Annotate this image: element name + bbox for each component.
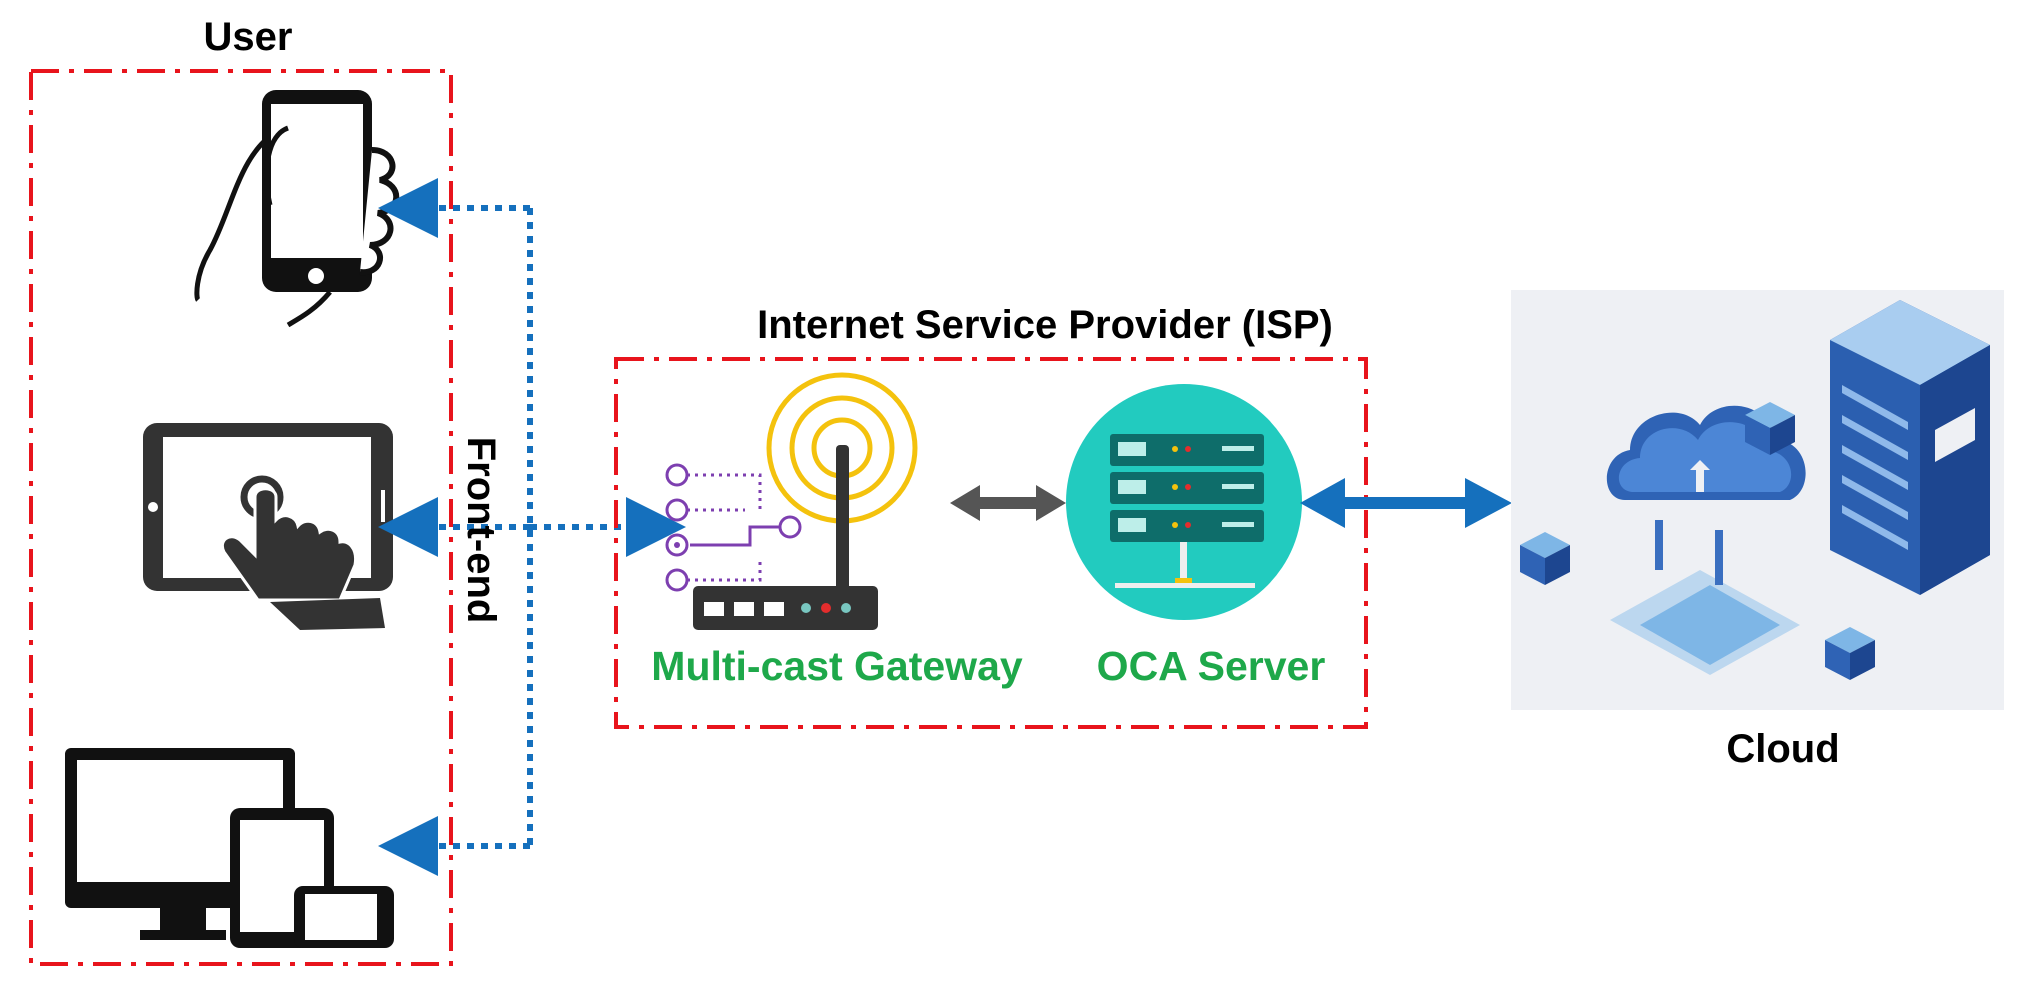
gateway-oca-arrow — [950, 485, 1066, 521]
cloud-datacenter-icon — [1511, 290, 2004, 710]
user-group-box — [29, 69, 453, 966]
smartphone-in-hand-icon — [194, 90, 400, 328]
cloud-label: Cloud — [1726, 727, 1839, 771]
user-group-title: User — [204, 15, 293, 59]
frontend-link — [378, 178, 686, 876]
oca-label: OCA Server — [1097, 643, 1326, 689]
isp-group-title: Internet Service Provider (ISP) — [757, 303, 1333, 347]
gateway-label: Multi-cast Gateway — [651, 643, 1023, 689]
multi-device-icon — [65, 748, 394, 948]
tablet-touch-icon — [143, 423, 393, 630]
frontend-label: Front-end — [459, 437, 503, 624]
isp-group-box — [614, 357, 1368, 729]
wireless-router-icon — [665, 372, 918, 630]
server-rack-icon — [1066, 384, 1302, 620]
oca-cloud-arrow — [1300, 478, 1512, 528]
